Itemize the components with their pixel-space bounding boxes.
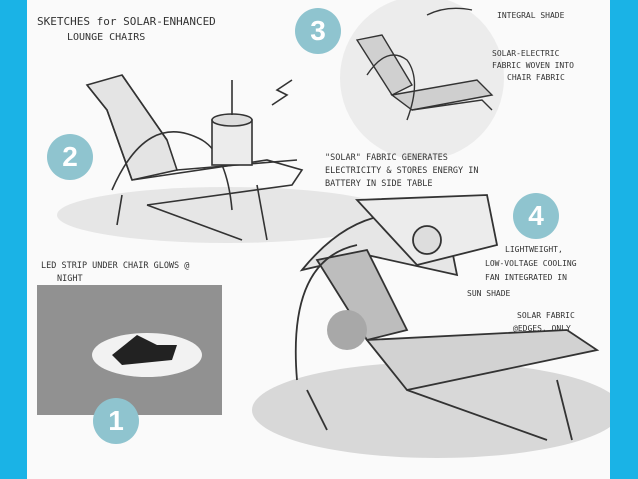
badge-2: 2 [47, 134, 93, 180]
title-line-1: SKETCHES for SOLAR-ENHANCED [37, 15, 216, 28]
chair-sketch-3 [340, 0, 504, 160]
label-solar-electric-3: CHAIR FABRIC [507, 73, 565, 82]
label-integral-shade: INTEGRAL SHADE [497, 11, 565, 20]
badge-4: 4 [513, 193, 559, 239]
label-fan-1: LIGHTWEIGHT, [505, 245, 563, 254]
chair-sketch-4 [252, 194, 610, 458]
label-edges-2: @EDGES, ONLY [513, 324, 571, 333]
label-solar-fabric-1: "SOLAR" FABRIC GENERATES [325, 153, 448, 163]
sketch-paper: SKETCHES for SOLAR-ENHANCED LOUNGE CHAIR… [27, 0, 610, 479]
label-fan-2: LOW-VOLTAGE COOLING [485, 259, 577, 268]
label-solar-fabric-3: BATTERY IN SIDE TABLE [325, 179, 432, 189]
label-solar-electric-2: FABRIC WOVEN INTO [492, 61, 574, 70]
sketch-drawing: SKETCHES for SOLAR-ENHANCED LOUNGE CHAIR… [37, 0, 610, 458]
badge-1: 1 [93, 398, 139, 444]
label-fan-3: FAN INTEGRATED IN [485, 273, 567, 282]
label-led-2: NIGHT [57, 274, 83, 284]
label-fan-4: SUN SHADE [467, 289, 511, 298]
title-line-2: LOUNGE CHAIRS [67, 32, 145, 43]
label-solar-fabric-2: ELECTRICITY & STORES ENERGY IN [325, 166, 479, 176]
chair-sketch-1 [37, 285, 222, 415]
label-edges-1: SOLAR FABRIC [517, 311, 575, 320]
badge-3: 3 [295, 8, 341, 54]
chair-sketch-2 [57, 74, 397, 243]
label-solar-electric-1: SOLAR-ELECTRIC [492, 49, 560, 58]
annotation-labels: INTEGRAL SHADE SOLAR-ELECTRIC FABRIC WOV… [41, 11, 577, 333]
label-led-1: LED STRIP UNDER CHAIR GLOWS @ [41, 261, 189, 271]
